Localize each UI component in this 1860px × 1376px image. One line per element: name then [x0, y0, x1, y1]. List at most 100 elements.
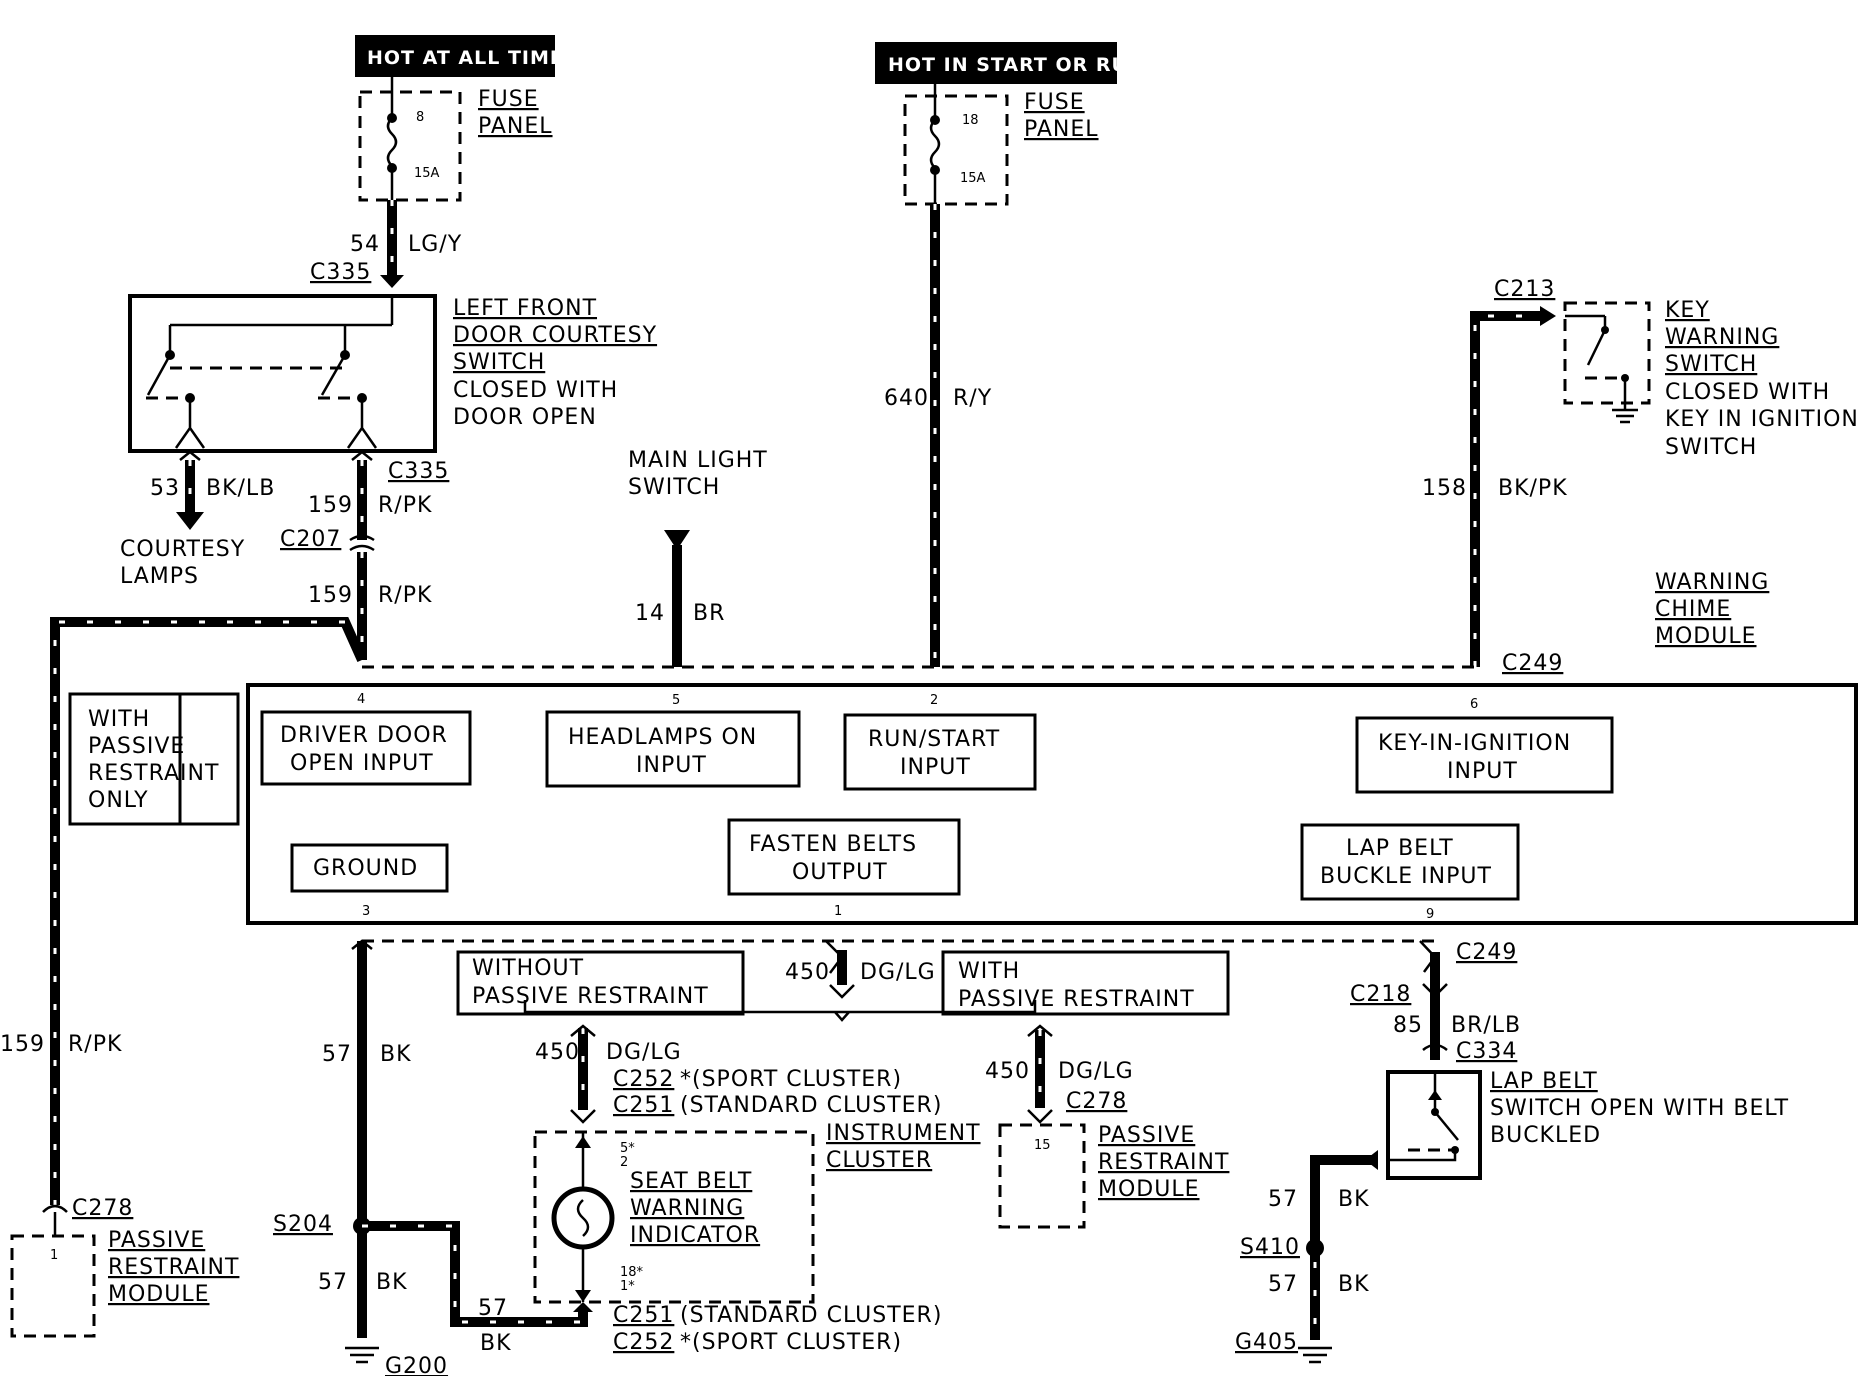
svg-text:INPUT: INPUT — [900, 755, 971, 780]
svg-text:LEFT FRONT: LEFT FRONT — [453, 296, 597, 321]
svg-text:5: 5 — [672, 693, 680, 708]
svg-text:HEADLAMPS ON: HEADLAMPS ON — [568, 725, 757, 750]
svg-text:CHIME: CHIME — [1655, 597, 1731, 622]
svg-text:450: 450 — [535, 1040, 580, 1065]
svg-text:RESTRAINT: RESTRAINT — [88, 761, 219, 786]
fuse-panel-b-label: FUSE — [1024, 90, 1085, 115]
svg-text:OUTPUT: OUTPUT — [792, 860, 888, 885]
svg-text:C207: C207 — [280, 527, 341, 552]
svg-text:R/PK: R/PK — [378, 583, 432, 608]
svg-text:G405: G405 — [1235, 1330, 1298, 1355]
svg-text:15A: 15A — [960, 171, 986, 186]
svg-text:MODULE: MODULE — [1655, 624, 1757, 649]
svg-text:BK/PK: BK/PK — [1498, 476, 1568, 501]
wire-53 — [176, 450, 204, 530]
svg-text:BK/LB: BK/LB — [206, 476, 275, 501]
svg-text:(STANDARD CLUSTER): (STANDARD CLUSTER) — [680, 1303, 942, 1328]
svg-text:57: 57 — [318, 1270, 348, 1295]
wire-57-ground — [345, 939, 379, 1364]
wire-54 — [380, 200, 404, 288]
svg-text:GROUND: GROUND — [313, 856, 418, 881]
hot-in-start-run-header: HOT IN START OR RUN — [875, 42, 1145, 84]
svg-text:159: 159 — [308, 493, 353, 518]
seat-belt-warning-indicator: SEAT BELT — [630, 1169, 752, 1194]
svg-text:WITHOUT: WITHOUT — [472, 956, 584, 981]
svg-text:DG/LG: DG/LG — [606, 1040, 682, 1065]
svg-text:R/PK: R/PK — [378, 493, 432, 518]
svg-text:SWITCH OPEN WITH BELT: SWITCH OPEN WITH BELT — [1490, 1096, 1789, 1121]
svg-text:(STANDARD CLUSTER): (STANDARD CLUSTER) — [680, 1093, 942, 1118]
fuse-panel-a-label: FUSE — [478, 87, 539, 112]
svg-text:RESTRAINT: RESTRAINT — [108, 1255, 239, 1280]
svg-text:INSTRUMENT: INSTRUMENT — [826, 1121, 981, 1146]
svg-text:C213: C213 — [1494, 277, 1555, 302]
svg-text:159: 159 — [0, 1032, 45, 1057]
wire-85 — [1419, 940, 1448, 1060]
driver-door-input-box — [260, 710, 472, 786]
svg-text:14: 14 — [635, 601, 665, 626]
passive-only-box-mask — [178, 692, 240, 826]
svg-text:57: 57 — [1268, 1272, 1298, 1297]
svg-text:BR: BR — [693, 601, 725, 626]
svg-text:C251: C251 — [613, 1093, 674, 1118]
svg-text:LAP BELT: LAP BELT — [1346, 836, 1454, 861]
svg-text:C278: C278 — [72, 1196, 133, 1221]
svg-text:C335: C335 — [388, 459, 449, 484]
svg-text:HOT IN START OR RUN: HOT IN START OR RUN — [888, 54, 1145, 76]
svg-text:PASSIVE: PASSIVE — [108, 1228, 205, 1253]
svg-text:G200: G200 — [385, 1354, 448, 1376]
svg-text:LG/Y: LG/Y — [408, 232, 462, 257]
svg-text:DOOR COURTESY: DOOR COURTESY — [453, 323, 657, 348]
svg-text:54: 54 — [350, 232, 380, 257]
svg-text:450: 450 — [785, 960, 830, 985]
svg-text:WARNING: WARNING — [1655, 570, 1769, 595]
run-start-input-box — [843, 713, 1037, 791]
with-passive-box — [941, 950, 1230, 1016]
fuse-panel-b-label-2: PANEL — [1024, 117, 1099, 142]
hot-at-all-times-header: HOT AT ALL TIMES — [355, 35, 578, 77]
svg-text:BK: BK — [1338, 1272, 1370, 1297]
svg-text:R/Y: R/Y — [953, 386, 992, 411]
svg-text:159: 159 — [308, 583, 353, 608]
wire-159-passive — [42, 617, 367, 1213]
svg-text:2: 2 — [930, 693, 938, 708]
svg-text:450: 450 — [985, 1059, 1030, 1084]
svg-text:INDICATOR: INDICATOR — [630, 1223, 760, 1248]
svg-text:18: 18 — [962, 113, 979, 128]
svg-text:C252: C252 — [613, 1330, 674, 1355]
svg-text:MAIN LIGHT: MAIN LIGHT — [628, 448, 768, 473]
wire-158 — [1470, 306, 1556, 667]
svg-text:WARNING: WARNING — [1665, 325, 1779, 350]
svg-text:R/PK: R/PK — [68, 1032, 122, 1057]
key-warning-switch — [1563, 301, 1651, 424]
headlamps-input-box — [545, 710, 801, 788]
wire-57-indicator — [362, 1221, 593, 1327]
svg-text:DOOR OPEN: DOOR OPEN — [453, 405, 597, 430]
svg-text:MODULE: MODULE — [1098, 1177, 1200, 1202]
svg-text:BUCKLE INPUT: BUCKLE INPUT — [1320, 864, 1492, 889]
svg-text:158: 158 — [1422, 476, 1467, 501]
svg-text:BK: BK — [1338, 1187, 1370, 1212]
svg-text:SWITCH: SWITCH — [453, 350, 545, 375]
svg-text:57: 57 — [1268, 1187, 1298, 1212]
svg-text:RESTRAINT: RESTRAINT — [1098, 1150, 1229, 1175]
svg-text:SWITCH: SWITCH — [1665, 435, 1757, 460]
svg-text:*(SPORT CLUSTER): *(SPORT CLUSTER) — [680, 1330, 902, 1355]
svg-text:INPUT: INPUT — [636, 753, 707, 778]
warning-chime-module — [246, 683, 1858, 925]
fuse-panel-b: 18 15A — [903, 84, 1009, 206]
svg-text:BR/LB: BR/LB — [1451, 1013, 1521, 1038]
svg-text:MODULE: MODULE — [108, 1282, 210, 1307]
svg-text:BK: BK — [376, 1270, 408, 1295]
svg-text:18*: 18* — [620, 1265, 644, 1280]
svg-text:C218: C218 — [1350, 982, 1411, 1007]
svg-text:1: 1 — [50, 1248, 58, 1263]
svg-text:8: 8 — [416, 110, 424, 125]
wire-57-lap-ground — [1298, 1150, 1378, 1364]
svg-text:DRIVER DOOR: DRIVER DOOR — [280, 723, 448, 748]
svg-text:OPEN INPUT: OPEN INPUT — [290, 751, 434, 776]
svg-text:6: 6 — [1470, 697, 1478, 712]
passive-only-box — [68, 692, 240, 826]
svg-text:COURTESY: COURTESY — [120, 537, 245, 562]
